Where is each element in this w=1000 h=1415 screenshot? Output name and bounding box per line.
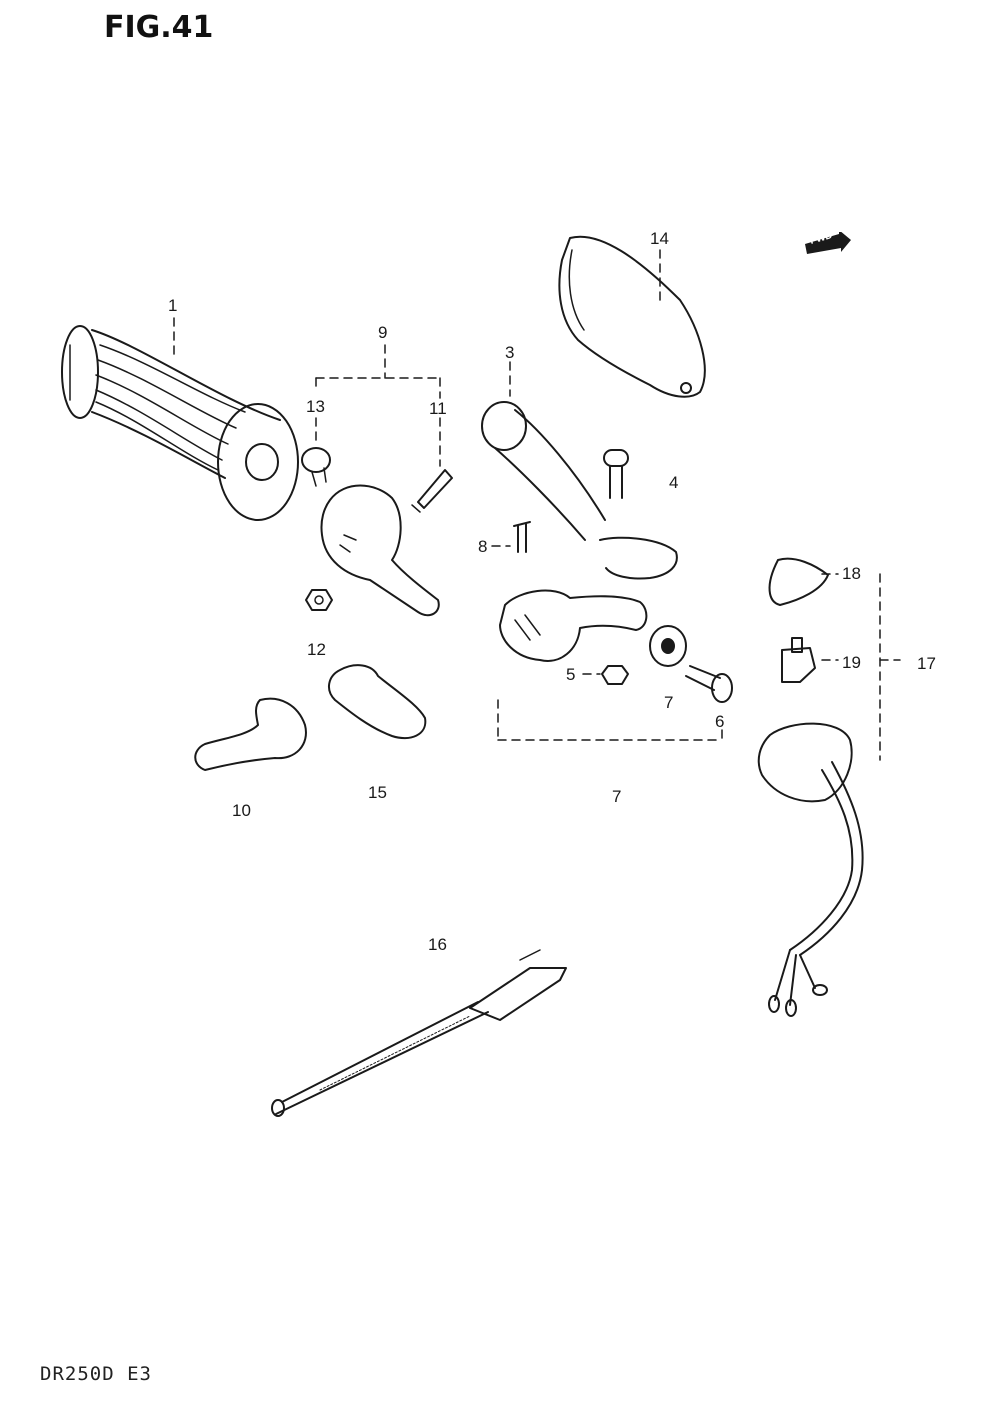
part-lever-holder <box>320 484 440 617</box>
part-grip <box>61 325 299 521</box>
part-washer <box>649 625 687 667</box>
callout-11: 11 <box>429 399 447 418</box>
callout-9: 9 <box>378 323 388 342</box>
part-switch-18 <box>768 557 829 606</box>
callout-13: 13 <box>306 397 325 416</box>
callout-1: 1 <box>168 296 178 315</box>
part-lever-bracket <box>499 589 648 662</box>
part-pivot-bolt <box>603 449 629 499</box>
part-handlebar-switch <box>757 722 864 1017</box>
callout-15: 15 <box>368 783 387 802</box>
callout-7b: 7 <box>612 787 622 806</box>
part-bolt-6 <box>685 665 733 703</box>
callout-10: 10 <box>232 801 251 820</box>
part-switch-19 <box>781 637 816 683</box>
part-nut-5 <box>601 665 629 685</box>
callout-7: 7 <box>664 693 674 712</box>
part-clutch-lever <box>481 401 678 580</box>
callout-18: 18 <box>842 564 861 583</box>
part-screw-11 <box>411 469 453 513</box>
callout-8: 8 <box>478 537 488 556</box>
figure-title: FIG.41 <box>104 10 214 45</box>
callout-4: 4 <box>669 473 679 492</box>
callout-6: 6 <box>715 712 725 731</box>
callout-16: 16 <box>428 935 447 954</box>
callout-5: 5 <box>566 665 576 684</box>
callout-19: 19 <box>842 653 861 672</box>
fwd-arrow-icon <box>805 232 851 254</box>
part-pin <box>513 521 531 553</box>
part-nut-12 <box>305 589 333 611</box>
part-lever-cover <box>558 235 706 398</box>
callout-17: 17 <box>917 654 936 673</box>
part-bracket-15 <box>328 664 427 740</box>
model-code: DR250D E3 <box>40 1363 152 1385</box>
part-bracket-10 <box>194 697 307 771</box>
callout-14: 14 <box>650 229 669 248</box>
leader-lines <box>173 249 901 761</box>
part-screw-13 <box>301 447 331 487</box>
callout-12: 12 <box>307 640 326 659</box>
callout-3: 3 <box>505 343 515 362</box>
part-cable-tie <box>271 949 567 1117</box>
